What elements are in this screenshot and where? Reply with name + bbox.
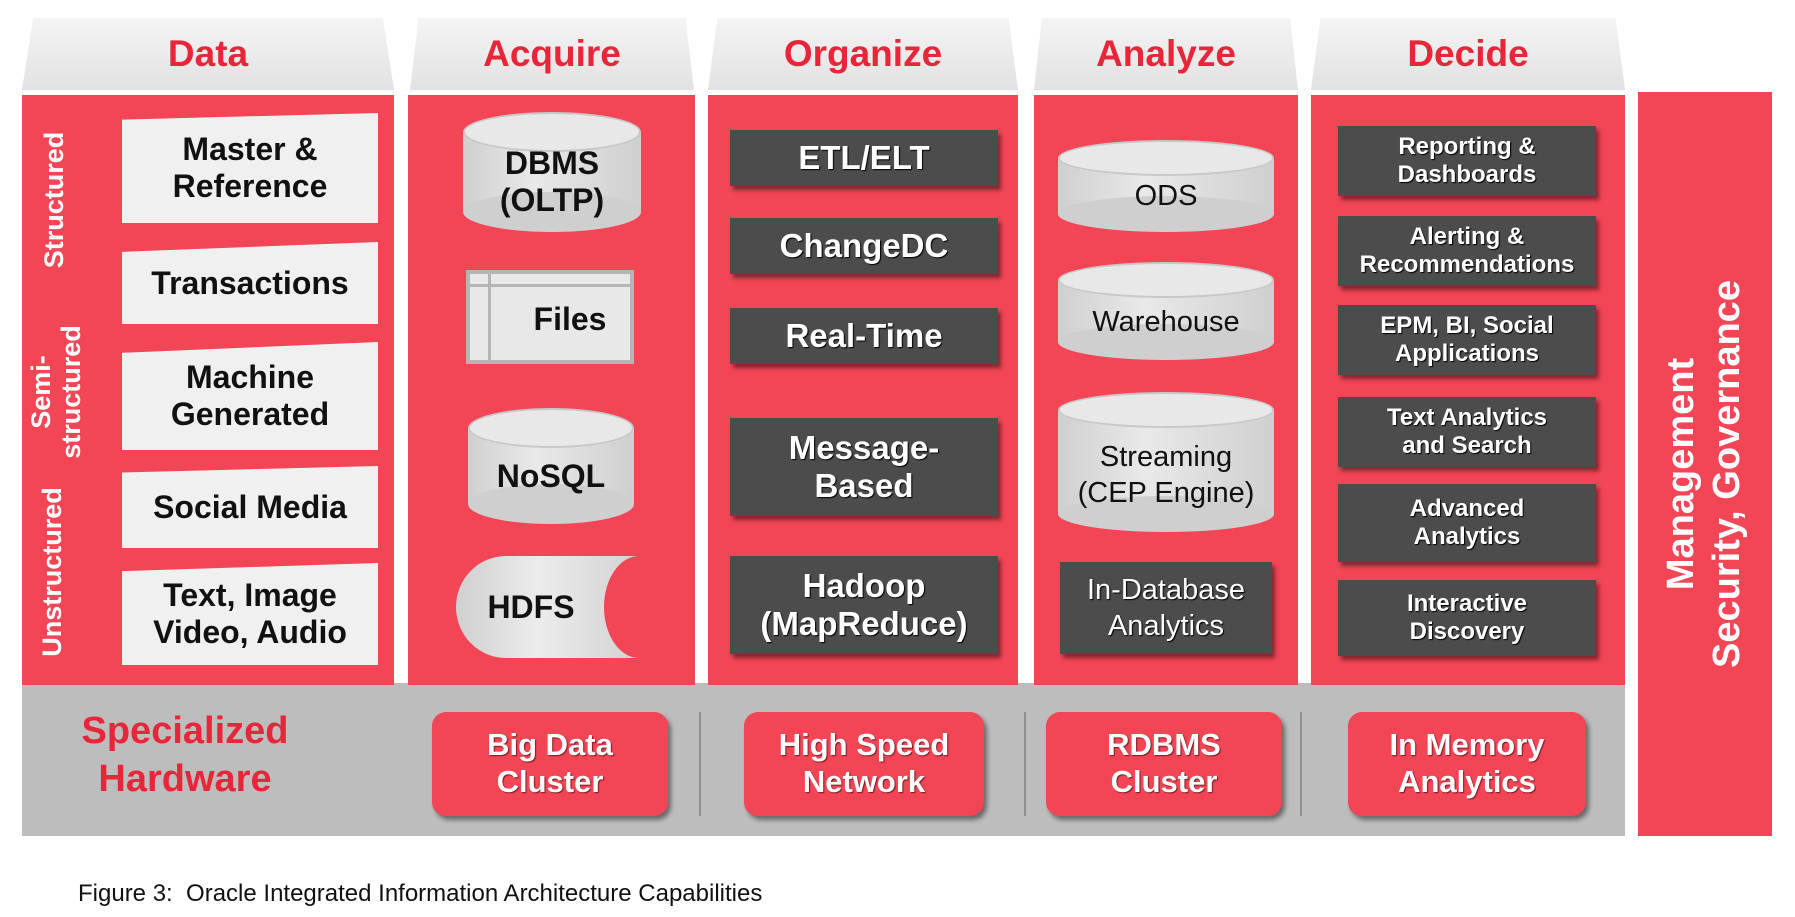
dbms-label: DBMS (OLTP) bbox=[499, 145, 605, 218]
data-item-machine: Machine Generated bbox=[122, 342, 378, 450]
decide-text-analytics: Text Analytics and Search bbox=[1338, 397, 1596, 467]
files-icon-hline bbox=[470, 284, 630, 287]
hardware-inmemory: In Memory Analytics bbox=[1348, 712, 1586, 816]
hardware-separator-3 bbox=[1300, 712, 1302, 816]
organize-hadoop: Hadoop (MapReduce) bbox=[730, 556, 998, 654]
hardware-separator-2 bbox=[1024, 712, 1026, 816]
dbms-cylinder: DBMS (OLTP) bbox=[463, 112, 641, 232]
decide-epm: EPM, BI, Social Applications bbox=[1338, 305, 1596, 375]
decide-interactive: Interactive Discovery bbox=[1338, 580, 1596, 656]
organize-message: Message- Based bbox=[730, 418, 998, 516]
nosql-label: NoSQL bbox=[496, 457, 606, 494]
data-item-transactions: Transactions bbox=[122, 242, 378, 324]
hdfs-shape: HDFS bbox=[456, 556, 674, 658]
management-label: Management Security, Governance bbox=[1660, 280, 1748, 668]
hardware-network: High Speed Network bbox=[744, 712, 984, 816]
files-icon: Files bbox=[466, 270, 634, 364]
files-icon-vline bbox=[488, 274, 491, 360]
decide-alerting: Alerting & Recommendations bbox=[1338, 216, 1596, 286]
streaming-cylinder: Streaming (CEP Engine) bbox=[1058, 392, 1274, 532]
category-semistructured: Semi- structured bbox=[26, 325, 86, 459]
hardware-label: Specialized Hardware bbox=[81, 710, 289, 800]
data-item-text-media: Text, Image Video, Audio bbox=[122, 563, 378, 665]
header-analyze: Analyze bbox=[1034, 18, 1298, 90]
hardware-bigdata: Big Data Cluster bbox=[432, 712, 668, 816]
files-label: Files bbox=[533, 300, 607, 337]
nosql-cylinder: NoSQL bbox=[468, 408, 634, 524]
ods-label: ODS bbox=[1134, 179, 1198, 212]
header-data: Data bbox=[22, 18, 394, 90]
header-organize: Organize bbox=[708, 18, 1018, 90]
warehouse-cylinder: Warehouse bbox=[1058, 262, 1274, 360]
hardware-rdbms: RDBMS Cluster bbox=[1046, 712, 1282, 816]
analyze-indb: In-Database Analytics bbox=[1060, 562, 1272, 654]
decide-reporting: Reporting & Dashboards bbox=[1338, 126, 1596, 196]
hdfs-label: HDFS bbox=[487, 588, 575, 625]
streaming-label: Streaming (CEP Engine) bbox=[1077, 440, 1255, 509]
organize-changedc: ChangeDC bbox=[730, 218, 998, 274]
decide-advanced: Advanced Analytics bbox=[1338, 484, 1596, 562]
management-bar bbox=[1638, 92, 1772, 836]
warehouse-label: Warehouse bbox=[1092, 305, 1240, 338]
organize-etl: ETL/ELT bbox=[730, 130, 998, 186]
hardware-separator-1 bbox=[699, 712, 701, 816]
data-item-master: Master & Reference bbox=[122, 113, 378, 223]
header-decide: Decide bbox=[1311, 18, 1625, 90]
hdfs-notch bbox=[604, 556, 674, 658]
category-unstructured: Unstructured bbox=[37, 487, 68, 657]
organize-realtime: Real-Time bbox=[730, 308, 998, 364]
category-structured: Structured bbox=[39, 131, 70, 269]
figure-caption: Figure 3: Oracle Integrated Information … bbox=[78, 880, 763, 907]
header-acquire: Acquire bbox=[410, 18, 694, 90]
data-item-social: Social Media bbox=[122, 466, 378, 548]
ods-cylinder: ODS bbox=[1058, 140, 1274, 232]
